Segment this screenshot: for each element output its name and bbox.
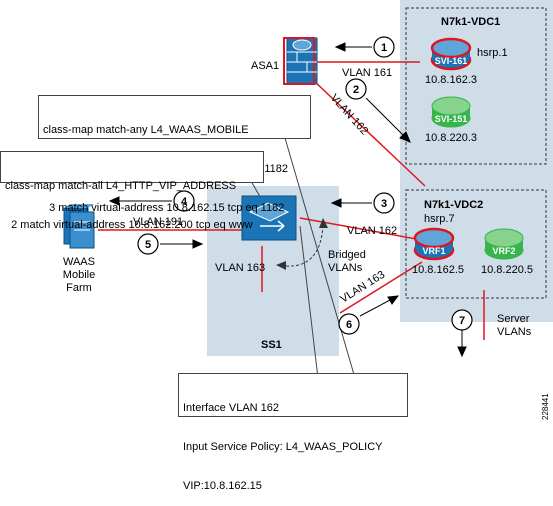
arrow-6 bbox=[359, 299, 391, 317]
arrowhead-4 bbox=[108, 196, 120, 206]
arrowhead-6 bbox=[387, 295, 400, 305]
arrowhead-2 bbox=[399, 131, 411, 143]
bridged-label-1: Bridged bbox=[328, 249, 366, 261]
step-2-label: 2 bbox=[353, 84, 359, 96]
svi151-name: SVI-151 bbox=[435, 114, 468, 124]
vlan191-label: VLAN 191 bbox=[133, 216, 183, 228]
vdc1-title: N7k1-VDC1 bbox=[441, 16, 500, 28]
vlan163-label: VLAN 163 bbox=[215, 262, 265, 274]
vlan161-label: VLAN 161 bbox=[342, 67, 392, 79]
step-1-circle bbox=[373, 36, 395, 58]
bridged-label-2: VLANs bbox=[328, 262, 363, 274]
arrowhead-3 bbox=[330, 198, 342, 208]
vrf1-ip: 10.8.162.5 bbox=[412, 264, 464, 276]
service-switch-icon bbox=[241, 195, 297, 241]
class-map-http-line-1: class-map match-all L4_HTTP_VIP_ADDRESS bbox=[5, 180, 237, 192]
step-7-circle bbox=[451, 309, 473, 331]
step-1-label: 1 bbox=[381, 42, 387, 54]
interface-line-1: Interface VLAN 162 bbox=[183, 402, 280, 414]
class-map-mobile-line-3: 3 match virtual-address 10.8.162.15 tcp … bbox=[43, 202, 285, 214]
step-5-circle bbox=[137, 233, 159, 255]
class-map-mobile-box: class-map match-any L4_WAAS_MOBILE 2 mat… bbox=[38, 95, 311, 214]
server-vlans-label-2: VLANs bbox=[497, 326, 532, 338]
step-4-label: 4 bbox=[181, 196, 188, 208]
step-3-circle bbox=[373, 192, 395, 214]
step-6-label: 6 bbox=[346, 319, 352, 331]
vrf1-name: VRF1 bbox=[422, 246, 445, 256]
svi161-ip: 10.8.162.3 bbox=[425, 74, 477, 86]
vdc1-box bbox=[405, 7, 547, 165]
arrowhead-1 bbox=[334, 42, 346, 52]
router-vrf2-icon bbox=[484, 228, 524, 260]
step-5-label: 5 bbox=[145, 239, 151, 251]
vlan162-line bbox=[299, 217, 423, 241]
nexus-panel bbox=[400, 0, 553, 322]
vlan162-diag-line bbox=[312, 79, 426, 187]
arrow-2 bbox=[365, 97, 405, 137]
network-diagram: 1 2 3 4 5 6 7 bbox=[63, 0, 553, 420]
router-vrf1-icon bbox=[413, 227, 455, 261]
vrf2-ip: 10.8.220.5 bbox=[481, 264, 533, 276]
figure-id: 228441 bbox=[541, 393, 550, 420]
step-2-circle bbox=[345, 78, 367, 100]
bridged-arrowhead-a bbox=[276, 261, 286, 270]
asa-label: ASA1 bbox=[251, 60, 279, 72]
step-4-circle bbox=[173, 190, 195, 212]
class-map-mobile-line-1: class-map match-any L4_WAAS_MOBILE bbox=[43, 124, 249, 136]
vrf2-name: VRF2 bbox=[492, 246, 515, 256]
vlan162-label: VLAN 162 bbox=[347, 225, 397, 237]
class-map-http-box: class-map match-all L4_HTTP_VIP_ADDRESS … bbox=[0, 151, 264, 231]
vlan162-diag-label: VLAN 162 bbox=[328, 92, 370, 137]
leader-interface bbox=[299, 225, 319, 379]
vdc2-title: N7k1-VDC2 bbox=[424, 199, 483, 211]
arrowhead-7 bbox=[457, 346, 467, 358]
arrowhead-5 bbox=[192, 239, 204, 249]
waas-label-2: Mobile bbox=[63, 269, 95, 281]
vdc2-box bbox=[405, 189, 547, 299]
interface-line-2: Input Service Policy: L4_WAAS_POLICY bbox=[183, 441, 383, 453]
step-3-label: 3 bbox=[381, 198, 387, 210]
ss1-label: SS1 bbox=[261, 339, 282, 351]
router-svi151-icon bbox=[431, 96, 471, 128]
server-vlans-label-1: Server bbox=[497, 313, 530, 325]
vlan163-diag-line bbox=[339, 261, 423, 314]
waas-label-3: Farm bbox=[66, 282, 92, 294]
interface-policy-box: Interface VLAN 162 Input Service Policy:… bbox=[178, 373, 408, 492]
bridged-arrowhead-b bbox=[319, 218, 328, 228]
step-6-circle bbox=[338, 313, 360, 335]
vlan163-diag-label: VLAN 163 bbox=[338, 269, 387, 306]
class-map-http-line-2: 2 match virtual-address 10.8.162.200 tcp… bbox=[5, 219, 253, 231]
router-svi161-icon bbox=[430, 37, 472, 71]
vdc1-hsrp: hsrp.1 bbox=[477, 47, 508, 59]
waas-server-icon bbox=[63, 204, 95, 249]
asa-firewall-icon bbox=[283, 37, 318, 85]
interface-line-3: VIP:10.8.162.15 bbox=[183, 480, 262, 492]
svi161-name: SVI-161 bbox=[435, 56, 468, 66]
leader-mobile bbox=[284, 137, 356, 379]
waas-label-1: WAAS bbox=[63, 256, 95, 268]
step-7-label: 7 bbox=[459, 315, 465, 327]
vdc2-hsrp: hsrp.7 bbox=[424, 213, 455, 225]
svi151-ip: 10.8.220.3 bbox=[425, 132, 477, 144]
bridged-vlans-curve bbox=[285, 225, 324, 267]
